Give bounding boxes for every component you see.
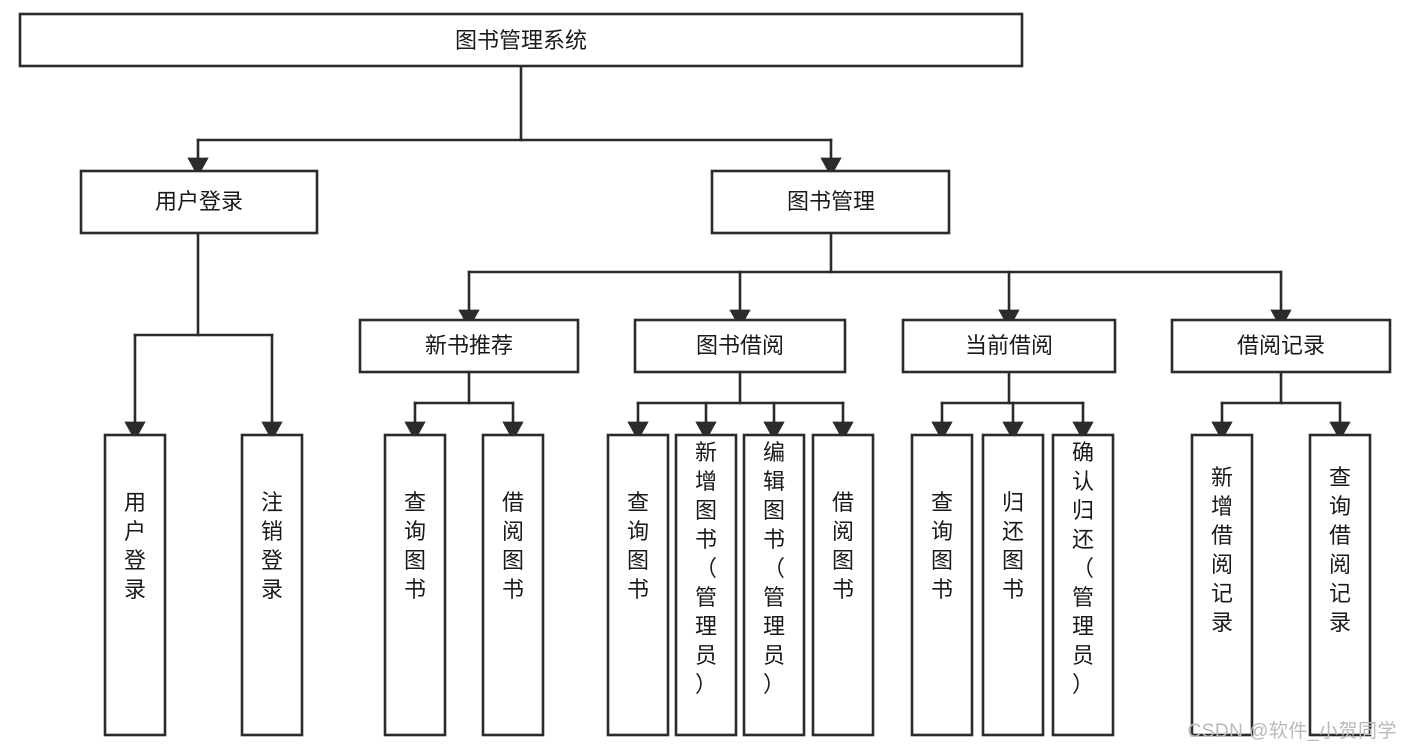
node-leaf-3-label: 查询图书 [404, 490, 426, 602]
edges-group [124, 64, 1351, 441]
node-leaf-7-box[interactable] [742, 433, 806, 737]
node-borrow-record-box[interactable] [1170, 318, 1392, 374]
node-leaf-5-box[interactable] [606, 433, 670, 737]
node-leaf-2-box[interactable] [240, 433, 304, 737]
node-root[interactable]: 图书管理系统 [18, 12, 1024, 68]
node-leaf-4[interactable]: 借阅图书 [481, 433, 545, 737]
node-leaf-5-label: 查询图书 [627, 490, 649, 602]
node-new-book-rec-box[interactable] [358, 318, 580, 374]
node-leaf-1-label: 用户登录 [124, 490, 146, 602]
node-leaf-12[interactable]: 新增借阅记录 [1190, 433, 1254, 737]
node-leaf-6-label: 新增图书（管理员） [695, 440, 717, 697]
node-book-manage-box[interactable] [710, 169, 951, 235]
node-leaf-4-label: 借阅图书 [502, 490, 524, 602]
node-leaf-3[interactable]: 查询图书 [383, 433, 447, 737]
node-new-book-rec-label: 新书推荐 [425, 333, 513, 358]
node-leaf-4-box[interactable] [481, 433, 545, 737]
node-leaf-10[interactable]: 归还图书 [981, 433, 1045, 737]
node-new-book-rec[interactable]: 新书推荐 [358, 318, 580, 374]
node-leaf-7[interactable]: 编辑图书（管理员） [742, 433, 806, 737]
node-user-login-label: 用户登录 [155, 189, 243, 214]
node-current-borrow-box[interactable] [901, 318, 1117, 374]
node-leaf-11-label: 确认归还（管理员） [1072, 440, 1094, 697]
node-leaf-1-box[interactable] [103, 433, 167, 737]
node-leaf-8-label: 借阅图书 [832, 490, 854, 602]
node-leaf-5[interactable]: 查询图书 [606, 433, 670, 737]
node-book-borrow-box[interactable] [633, 318, 847, 374]
node-leaf-8[interactable]: 借阅图书 [811, 433, 875, 737]
node-user-login[interactable]: 用户登录 [79, 169, 319, 235]
node-leaf-12-box[interactable] [1190, 433, 1254, 737]
node-borrow-record[interactable]: 借阅记录 [1170, 318, 1392, 374]
node-leaf-2[interactable]: 注销登录 [240, 433, 304, 737]
node-leaf-1[interactable]: 用户登录 [103, 433, 167, 737]
node-leaf-6-box[interactable] [674, 433, 738, 737]
node-leaf-9[interactable]: 查询图书 [910, 433, 974, 737]
node-leaf-11-box[interactable] [1051, 433, 1115, 737]
node-root-label: 图书管理系统 [455, 28, 587, 53]
node-leaf-9-box[interactable] [910, 433, 974, 737]
node-leaf-10-label: 归还图书 [1002, 490, 1024, 602]
node-root-box[interactable] [18, 12, 1024, 68]
node-leaf-6[interactable]: 新增图书（管理员） [674, 433, 738, 737]
node-book-manage-label: 图书管理 [787, 189, 875, 214]
node-leaf-11[interactable]: 确认归还（管理员） [1051, 433, 1115, 737]
node-current-borrow[interactable]: 当前借阅 [901, 318, 1117, 374]
node-book-manage[interactable]: 图书管理 [710, 169, 951, 235]
node-leaf-2-label: 注销登录 [261, 490, 283, 602]
node-leaf-13[interactable]: 查询借阅记录 [1308, 433, 1372, 737]
node-leaf-7-label: 编辑图书（管理员） [763, 440, 785, 697]
node-book-borrow[interactable]: 图书借阅 [633, 318, 847, 374]
node-leaf-3-box[interactable] [383, 433, 447, 737]
node-leaf-10-box[interactable] [981, 433, 1045, 737]
node-book-borrow-label: 图书借阅 [696, 333, 784, 358]
node-leaf-12-label: 新增借阅记录 [1211, 465, 1233, 635]
node-current-borrow-label: 当前借阅 [965, 333, 1053, 358]
node-leaf-8-box[interactable] [811, 433, 875, 737]
node-leaf-13-box[interactable] [1308, 433, 1372, 737]
node-borrow-record-label: 借阅记录 [1237, 333, 1325, 358]
node-leaf-9-label: 查询图书 [931, 490, 953, 602]
node-user-login-box[interactable] [79, 169, 319, 235]
node-leaf-13-label: 查询借阅记录 [1329, 465, 1351, 635]
